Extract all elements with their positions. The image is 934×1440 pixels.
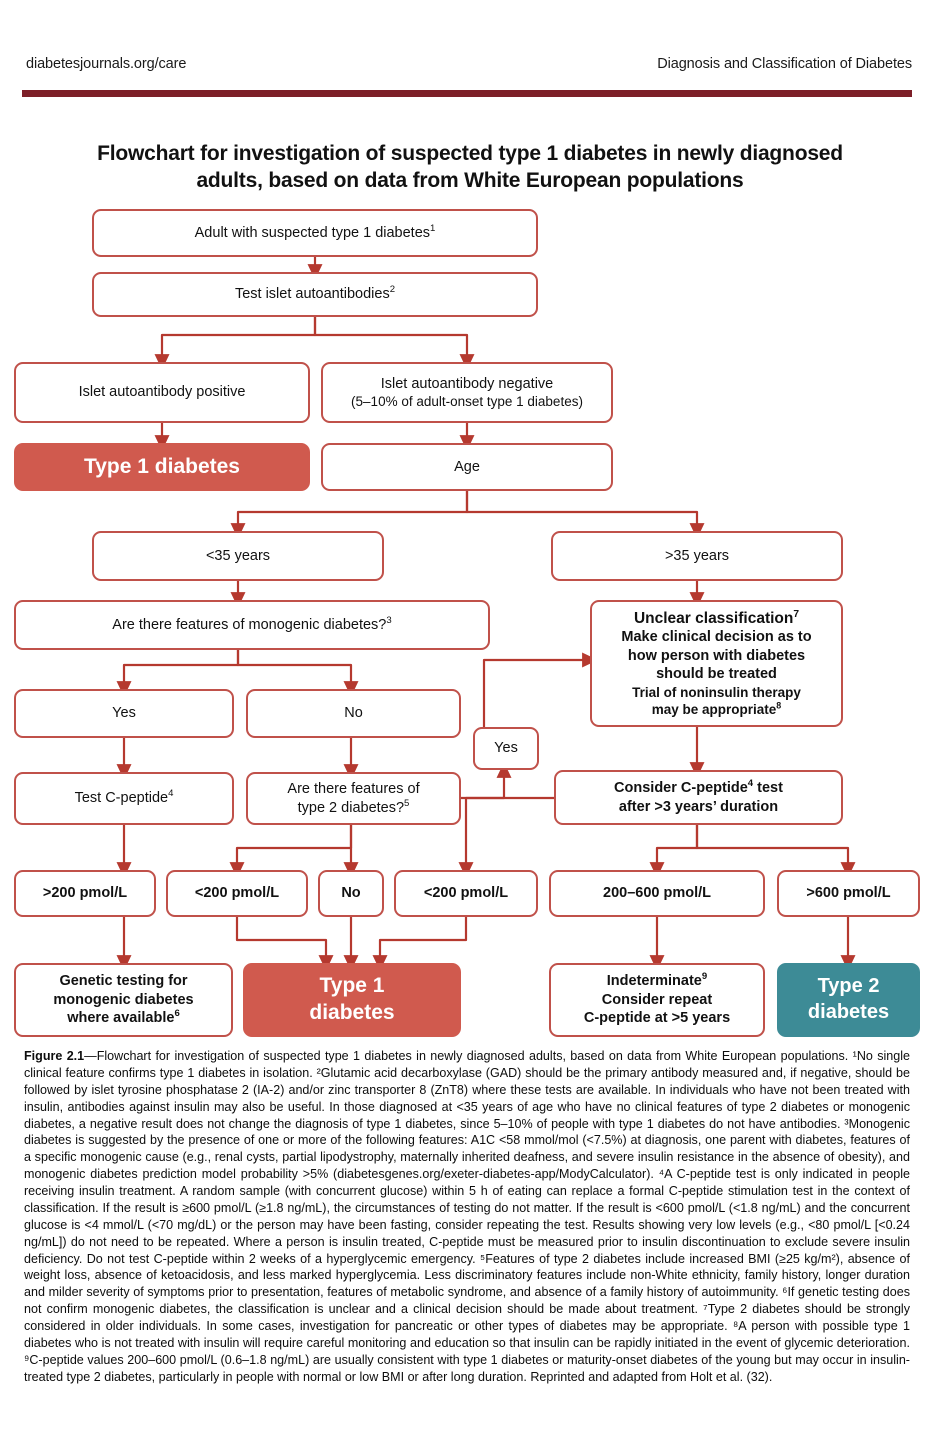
node-line-2: Make clinical decision as to [621, 629, 812, 646]
node-test-c-peptide[interactable]: Test C-peptide4 [14, 772, 234, 825]
footnote-marker: 2 [389, 284, 396, 296]
footnote-marker: 8 [776, 700, 782, 711]
node-line-4: should be treated [656, 666, 777, 683]
node-label: Yes [494, 740, 518, 757]
node-autoantibody-negative[interactable]: Islet autoantibody negative (5–10% of ad… [321, 362, 613, 423]
node-under-35-years[interactable]: <35 years [92, 531, 384, 581]
node-indeterminate[interactable]: Indeterminate9 Consider repeat C-peptide… [549, 963, 765, 1037]
node-label: Test islet autoantibodies [234, 286, 390, 303]
node-label: >200 pmol/L [42, 885, 128, 902]
node-label: No [344, 705, 363, 722]
figure-title: Flowchart for investigation of suspected… [97, 142, 843, 193]
node-cpeptide-under-200-b[interactable]: <200 pmol/L [394, 870, 538, 917]
footnote-marker: 1 [430, 222, 436, 234]
figure-caption: Figure 2.1—Flowchart for investigation o… [24, 1048, 910, 1386]
node-age[interactable]: Age [321, 443, 613, 491]
node-monogenic-yes[interactable]: Yes [14, 689, 234, 738]
node-line-2: monogenic diabetes [53, 991, 194, 1008]
node-line-2: diabetes [807, 1001, 890, 1023]
node-label: Age [454, 458, 480, 475]
node-line-1: Are there features of [287, 780, 420, 797]
node-line-1: Genetic testing for [59, 973, 188, 990]
node-cpeptide-over-200[interactable]: >200 pmol/L [14, 870, 156, 917]
node-type1-diabetes-outcome[interactable]: Type 1 diabetes [243, 963, 461, 1037]
node-line-1: Consider C-peptide [614, 779, 748, 796]
node-label: <200 pmol/L [423, 885, 509, 902]
node-label: Type 1 diabetes [83, 454, 240, 478]
node-label: Are there features of monogenic diabetes… [112, 616, 387, 633]
footnote-marker: 3 [386, 614, 392, 626]
node-label: <200 pmol/L [194, 885, 280, 902]
footnote-marker: 9 [701, 971, 708, 983]
footnote-marker: 7 [793, 608, 800, 620]
caption-figure-label: Figure 2.1 [24, 1049, 85, 1063]
node-features-monogenic-diabetes[interactable]: Are there features of monogenic diabetes… [14, 600, 490, 650]
node-features-type2-diabetes[interactable]: Are there features of type 2 diabetes?5 [246, 772, 461, 825]
node-label: Test C-peptide [74, 790, 169, 807]
node-line-2: (5–10% of adult-onset type 1 diabetes) [351, 394, 583, 410]
node-type2-features-yes[interactable]: Yes [473, 727, 539, 770]
node-cpeptide-over-600[interactable]: >600 pmol/L [777, 870, 920, 917]
node-unclear-classification[interactable]: Unclear classification7 Make clinical de… [590, 600, 843, 727]
node-label: <35 years [205, 547, 271, 564]
footnote-marker: 4 [747, 778, 754, 790]
node-label: >35 years [664, 547, 730, 564]
footnote-marker: 5 [404, 797, 410, 809]
node-line-1: Unclear classification [633, 609, 794, 627]
node-label: Adult with suspected type 1 diabetes [194, 224, 431, 241]
node-line-2: after >3 years’ duration [618, 798, 779, 815]
node-monogenic-no[interactable]: No [246, 689, 461, 738]
node-adult-suspected-t1d[interactable]: Adult with suspected type 1 diabetes1 [92, 209, 538, 257]
node-line-1: Indeterminate [606, 973, 702, 990]
node-cpeptide-200-600[interactable]: 200–600 pmol/L [549, 870, 765, 917]
node-label: No [341, 885, 361, 902]
node-line-2: diabetes [309, 1001, 395, 1024]
node-line-1: Type 1 [319, 974, 385, 998]
running-head: diabetesjournals.org/care Diagnosis and … [0, 56, 934, 78]
node-line-3: C-peptide at >5 years [583, 1010, 731, 1027]
node-line-3: where available [67, 1010, 175, 1027]
node-type2-features-no[interactable]: No [318, 870, 384, 917]
node-line-2: type 2 diabetes? [297, 799, 405, 816]
footnote-marker: 4 [168, 788, 174, 800]
node-type1-diabetes-primary[interactable]: Type 1 diabetes [14, 443, 310, 491]
node-line-6: may be appropriate [651, 702, 777, 718]
node-test-islet-autoantibodies[interactable]: Test islet autoantibodies2 [92, 272, 538, 317]
node-label: >600 pmol/L [806, 885, 891, 902]
node-line-1: Islet autoantibody negative [380, 375, 554, 392]
node-line-1: Type 2 [817, 975, 880, 998]
node-line-3: how person with diabetes [627, 647, 806, 664]
node-label: Islet autoantibody positive [78, 384, 246, 401]
footnote-marker: 6 [174, 1008, 180, 1020]
node-autoantibody-positive[interactable]: Islet autoantibody positive [14, 362, 310, 423]
node-line-5: Trial of noninsulin therapy [632, 684, 801, 700]
node-label: Yes [112, 705, 136, 722]
node-over-35-years[interactable]: >35 years [551, 531, 843, 581]
header-rule [22, 90, 912, 97]
node-type2-diabetes-outcome[interactable]: Type 2 diabetes [777, 963, 920, 1037]
node-label: 200–600 pmol/L [603, 885, 711, 902]
journal-url: diabetesjournals.org/care [26, 56, 187, 72]
node-line-1b: test [753, 779, 783, 796]
node-genetic-testing[interactable]: Genetic testing for monogenic diabetes w… [14, 963, 233, 1037]
node-cpeptide-under-200-a[interactable]: <200 pmol/L [166, 870, 308, 917]
section-title: Diagnosis and Classification of Diabetes [657, 56, 912, 72]
caption-body: —Flowchart for investigation of suspecte… [24, 1049, 910, 1384]
node-consider-c-peptide-test[interactable]: Consider C-peptide4 test after >3 years’… [554, 770, 843, 825]
node-line-2: Consider repeat [601, 991, 713, 1008]
